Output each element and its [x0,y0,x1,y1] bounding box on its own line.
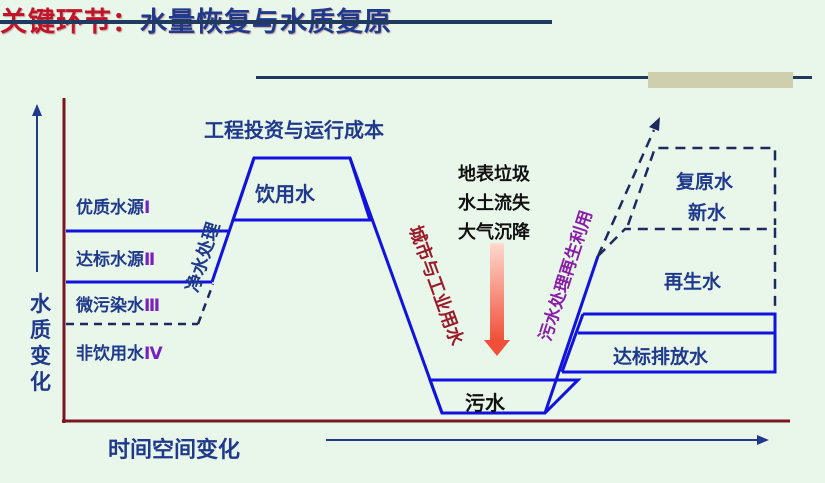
reclaimed-region [597,227,777,310]
level-label-4: 非饮用水Ⅳ [76,339,163,364]
roman-numeral: Ⅰ [144,198,151,218]
level-text: 非饮用水 [76,344,144,364]
x-arrow-head [757,435,769,445]
pollution-source-1: 地表垃圾 [458,164,530,185]
level-text: 达标水源 [76,250,144,270]
drinking-water-label: 饮用水 [255,182,315,206]
upward-trend-head [649,117,660,131]
level-text: 微污染水 [76,296,144,316]
pollution-arrow-shaft [490,243,504,340]
level-label-3: 微污染水Ⅲ [76,291,160,316]
level-label-1: 优质水源Ⅰ [76,193,150,218]
discharge-label: 达标排放水 [613,346,709,368]
reclaimed-label: 再生水 [664,271,722,293]
sewage-label: 污水 [465,391,505,415]
restored-region [626,146,777,226]
new-water-label: 新水 [688,202,727,224]
y-axis-label: 水质变化 [30,292,51,394]
level-label-2: 达标水源Ⅱ [76,245,155,270]
header-bar-top [0,20,552,24]
cost-label: 工程投资与运行成本 [204,118,384,142]
urban-use-slope [348,157,444,414]
x-axis-label: 时间空间变化 [108,438,241,463]
y-arrow-head [32,104,42,116]
discharge-box [562,312,777,374]
restored-label: 复原水 [676,171,734,193]
reuse-slope [543,255,600,414]
roman-numeral: Ⅳ [144,344,163,364]
pollution-arrow-head [484,340,510,356]
header-bar-bottom [256,76,812,79]
level-text: 优质水源 [76,198,144,218]
header-accent-block [648,72,793,88]
discharge-box-left [560,313,585,373]
upward-trend-line [596,129,656,257]
roman-numeral: Ⅲ [144,296,161,316]
roman-numeral: Ⅱ [144,250,156,270]
pollution-source-3: 大气沉降 [458,222,530,243]
purify-slope-dashed [196,283,215,325]
drinking-water-box [230,156,373,222]
pollution-source-2: 水土流失 [458,193,530,214]
